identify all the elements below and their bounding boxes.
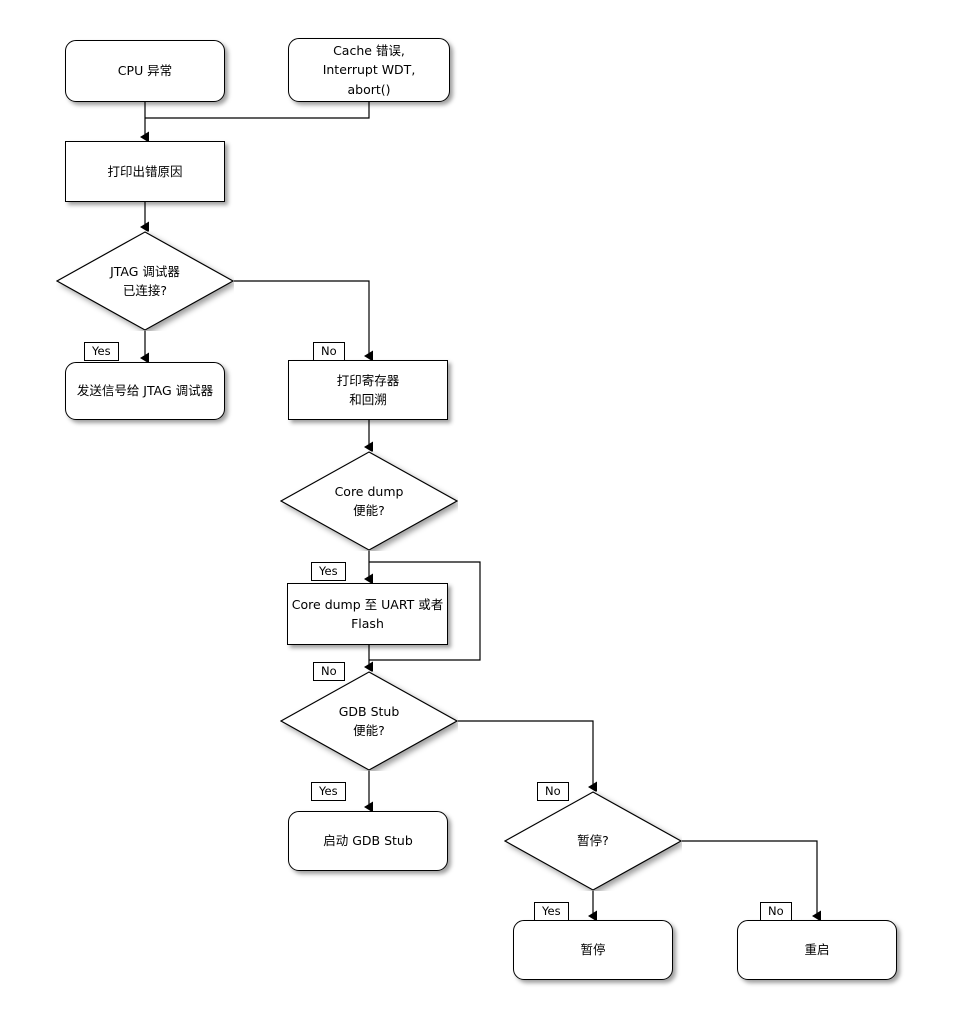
edge-halt-no <box>682 840 817 916</box>
node-jtag-connected-decision[interactable]: JTAG 调试器 已连接? <box>56 231 234 331</box>
node-send-signal-to-jtag[interactable]: 发送信号给 JTAG 调试器 <box>65 362 225 420</box>
node-halt[interactable]: 暂停 <box>513 920 673 980</box>
node-cpu-exception[interactable]: CPU 异常 <box>65 40 225 102</box>
node-cache-error[interactable]: Cache 错误, Interrupt WDT, abort() <box>288 38 450 102</box>
diamond-shape <box>280 451 458 551</box>
node-label: GDB Stub 便能? <box>338 703 400 738</box>
edge-label-jtag-no: No <box>313 342 345 361</box>
node-start-gdbstub[interactable]: 启动 GDB Stub <box>288 811 448 871</box>
edge-jtag-no <box>234 280 369 356</box>
edge-label-halt-yes: Yes <box>534 902 569 921</box>
edge-label-jtag-yes: Yes <box>84 342 119 361</box>
node-coredump-to-uart-or-flash[interactable]: Core dump 至 UART 或者 Flash <box>287 583 448 645</box>
node-print-registers-backtrace[interactable]: 打印寄存器 和回溯 <box>288 360 448 420</box>
edge-gdbstub-no <box>458 720 593 787</box>
node-reboot[interactable]: 重启 <box>737 920 897 980</box>
node-label: JTAG 调试器 已连接? <box>110 263 180 298</box>
diamond-shape <box>504 791 682 891</box>
node-label: Core dump 便能? <box>334 483 404 518</box>
diamond-shape <box>56 231 234 331</box>
node-coredump-enabled-decision[interactable]: Core dump 便能? <box>280 451 458 551</box>
edge-label-gdbstub-yes: Yes <box>311 782 346 801</box>
edge-cache-to-junction <box>145 102 370 119</box>
node-halt-decision[interactable]: 暂停? <box>504 791 682 891</box>
edge-label-coredump-no: No <box>313 662 345 681</box>
diamond-shape <box>280 671 458 771</box>
edge-label-gdbstub-no: No <box>537 782 569 801</box>
node-gdbstub-enabled-decision[interactable]: GDB Stub 便能? <box>280 671 458 771</box>
edge-label-coredump-yes: Yes <box>311 562 346 581</box>
node-label: 暂停? <box>577 833 609 849</box>
node-print-error-reason[interactable]: 打印出错原因 <box>65 141 225 202</box>
edge-label-halt-no: No <box>760 902 792 921</box>
